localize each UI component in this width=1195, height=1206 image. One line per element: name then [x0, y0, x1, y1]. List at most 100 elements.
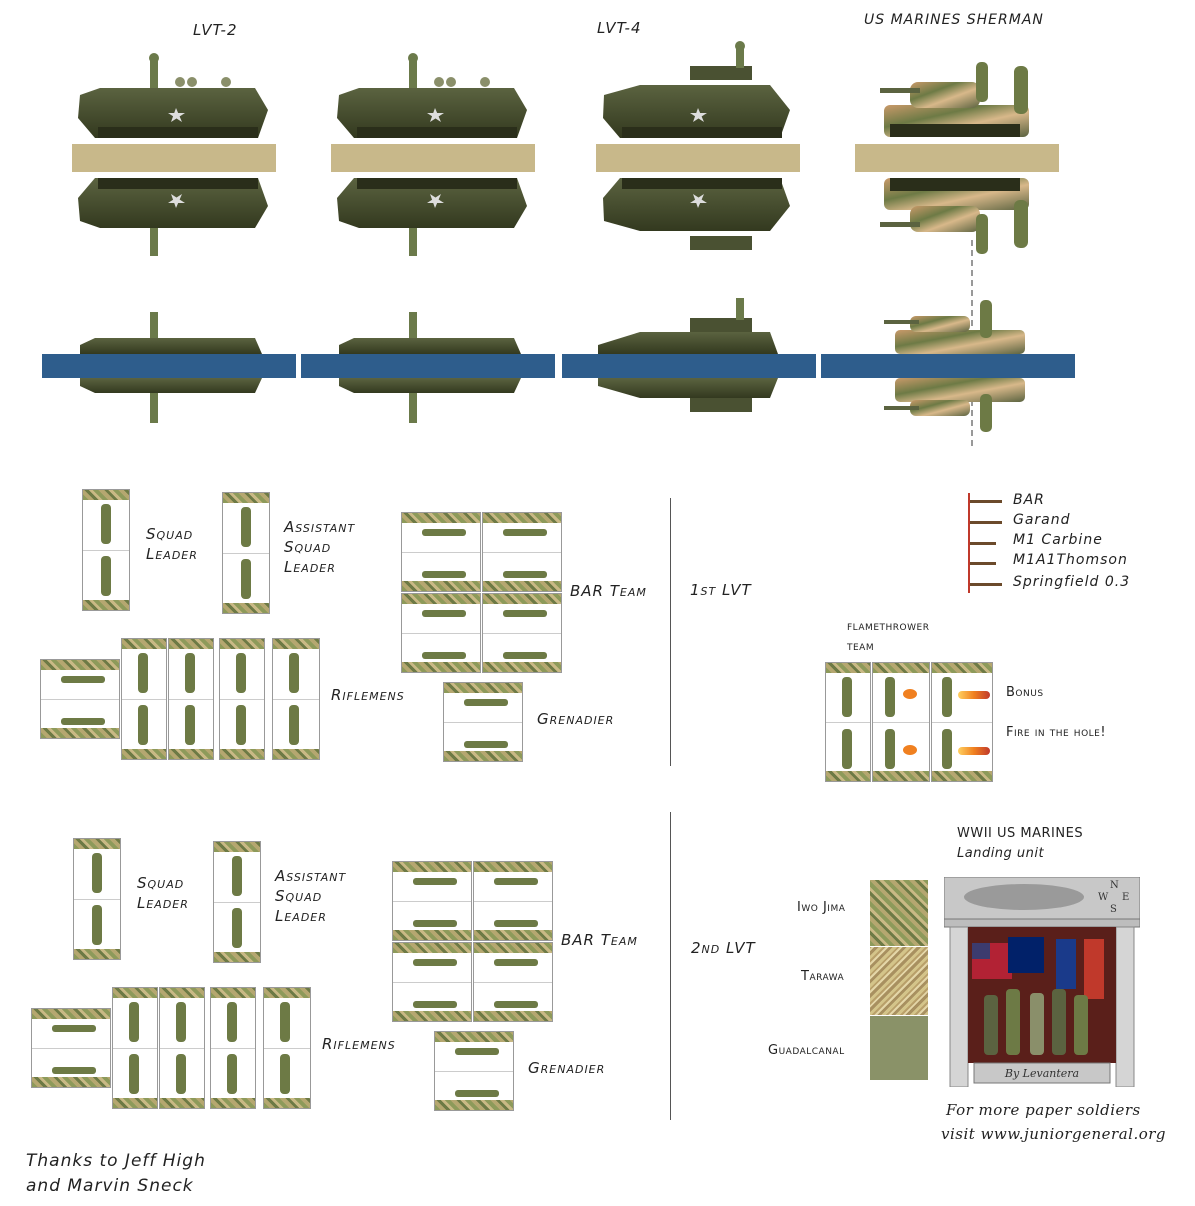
t2-assistant-l1: Assistant: [275, 867, 347, 885]
bar-rifle-icon: [970, 500, 1002, 503]
carbine-icon: [970, 542, 996, 545]
card-rifleman-2: [168, 638, 214, 760]
springfield-icon: [970, 583, 1002, 586]
t2-section: 2nd LVT: [691, 939, 756, 957]
compass-s: S: [1110, 904, 1117, 915]
sand-base: [72, 144, 276, 172]
lvt2-sprite: [78, 53, 268, 138]
camo-iwo-jima-label: Iwo Jima: [797, 900, 846, 915]
t2-riflemens: Riflemens: [322, 1035, 396, 1053]
card-squad-leader-1: [82, 489, 130, 611]
water-base: [301, 354, 555, 378]
water-base: [562, 354, 816, 378]
t1-assistant-l3: Leader: [284, 558, 336, 576]
card-flame-2: [872, 662, 930, 782]
t1-bar-team: BAR Team: [570, 582, 647, 600]
t1-grenadier: Grenadier: [537, 710, 615, 728]
card-rifleman-1: [121, 638, 167, 760]
t1-squad-leader-l1: Squad: [146, 525, 194, 543]
flame-fire: Fire in the hole!: [1006, 725, 1107, 740]
sherman-title: US MARINES SHERMAN: [864, 12, 1044, 28]
lvt4-title: LVT-4: [597, 19, 642, 37]
sherman-sprite: [880, 62, 1029, 137]
compass-n: N: [1110, 880, 1119, 891]
t2-bar-team: BAR Team: [561, 931, 638, 949]
lvt2-title: LVT-2: [193, 21, 238, 39]
t1-section: 1st LVT: [690, 581, 752, 599]
card-squad-leader-2: [73, 838, 121, 960]
t2-grenadier: Grenadier: [528, 1059, 606, 1077]
lvt2-sprite-b: [337, 53, 527, 138]
sherman-sprite-mirror: [880, 178, 1029, 254]
card-bar-5: [392, 861, 472, 941]
card-rifleman-7: [210, 987, 256, 1109]
compass-w: W: [1098, 892, 1109, 903]
vehicle-sprites: [42, 41, 1075, 450]
flame-icon: [903, 745, 917, 755]
lvt2-sprite-mirror: [78, 178, 268, 256]
card-flame-1: [825, 662, 871, 782]
card-bar-2: [482, 512, 562, 592]
lvt4-sprite-mirror: [603, 178, 790, 250]
card-flame-3: [931, 662, 993, 782]
footer-thanks-l2: and Marvin Sneck: [26, 1176, 194, 1196]
weapon-bar: BAR: [1013, 492, 1045, 508]
weapon-thompson: M1A1Thomson: [1013, 552, 1128, 568]
card-assistant-2: [213, 841, 261, 963]
camo-iwo-jima-swatch: [870, 880, 928, 946]
sand-base: [855, 144, 1059, 172]
sand-base: [331, 144, 535, 172]
lvt4-sprite: [603, 41, 790, 138]
card-rifleman-8: [263, 987, 311, 1109]
water-base: [42, 354, 296, 378]
footer-more-l2[interactable]: visit www.juniorgeneral.org: [941, 1125, 1167, 1143]
compass-e: E: [1122, 892, 1130, 903]
divider-2: [670, 812, 671, 1120]
t1-riflemens: Riflemens: [331, 686, 405, 704]
flame-jet-icon: [958, 747, 990, 755]
t1-assistant-l1: Assistant: [284, 518, 356, 536]
card-bar-3: [401, 593, 481, 673]
camo-tarawa-swatch: [870, 947, 928, 1015]
card-bar-4: [482, 593, 562, 673]
card-rifleman-6: [159, 987, 205, 1109]
lvt2-sprite-b-mirror: [337, 178, 527, 256]
camo-tarawa-label: Tarawa: [801, 969, 845, 984]
card-grenadier-2: [434, 1031, 514, 1111]
flame-bonus: Bonus: [1006, 685, 1044, 700]
flame-jet-icon: [958, 691, 990, 699]
sand-base: [596, 144, 800, 172]
weapon-springfield: Springfield 0.3: [1013, 574, 1131, 590]
card-rifleman-5: [112, 987, 158, 1109]
card-grenadier-1: [443, 682, 523, 762]
card-bar-6: [473, 861, 553, 941]
divider-1: [670, 498, 671, 766]
water-base: [821, 354, 1075, 378]
card-bar-8: [473, 942, 553, 1022]
camo-guadalcanal-label: Guadalcanal: [768, 1043, 845, 1058]
camo-guadalcanal-swatch: [870, 1016, 928, 1080]
t2-squad-leader-l1: Squad: [137, 874, 185, 892]
card-assistant-1: [222, 492, 270, 614]
t1-squad-leader-l2: Leader: [146, 545, 198, 563]
banner-title-l2: Landing unit: [957, 846, 1045, 861]
card-bar-7: [392, 942, 472, 1022]
banner-emblem: N W E S By Levantera: [943, 876, 1141, 1088]
t2-squad-leader-l2: Leader: [137, 894, 189, 912]
card-rifleman-3: [219, 638, 265, 760]
t1-assistant-l2: Squad: [284, 538, 332, 556]
weapon-garand: Garand: [1013, 512, 1071, 528]
flame-icon: [903, 689, 917, 699]
banner-author: By Levantera: [1004, 1067, 1080, 1080]
footer-thanks-l1: Thanks to Jeff High: [26, 1151, 206, 1171]
card-bar-1: [401, 512, 481, 592]
banner-title-l1: WWII US MARINES: [957, 826, 1084, 841]
flame-title-l1: flamethrower: [847, 619, 930, 634]
weapon-legend-bar: [968, 493, 970, 593]
flame-title-l2: team: [847, 639, 875, 654]
card-rifleman-prone-2: [31, 1008, 111, 1088]
t2-assistant-l3: Leader: [275, 907, 327, 925]
t2-assistant-l2: Squad: [275, 887, 323, 905]
footer-more-l1: For more paper soldiers: [946, 1101, 1141, 1119]
card-rifleman-prone-1: [40, 659, 120, 739]
